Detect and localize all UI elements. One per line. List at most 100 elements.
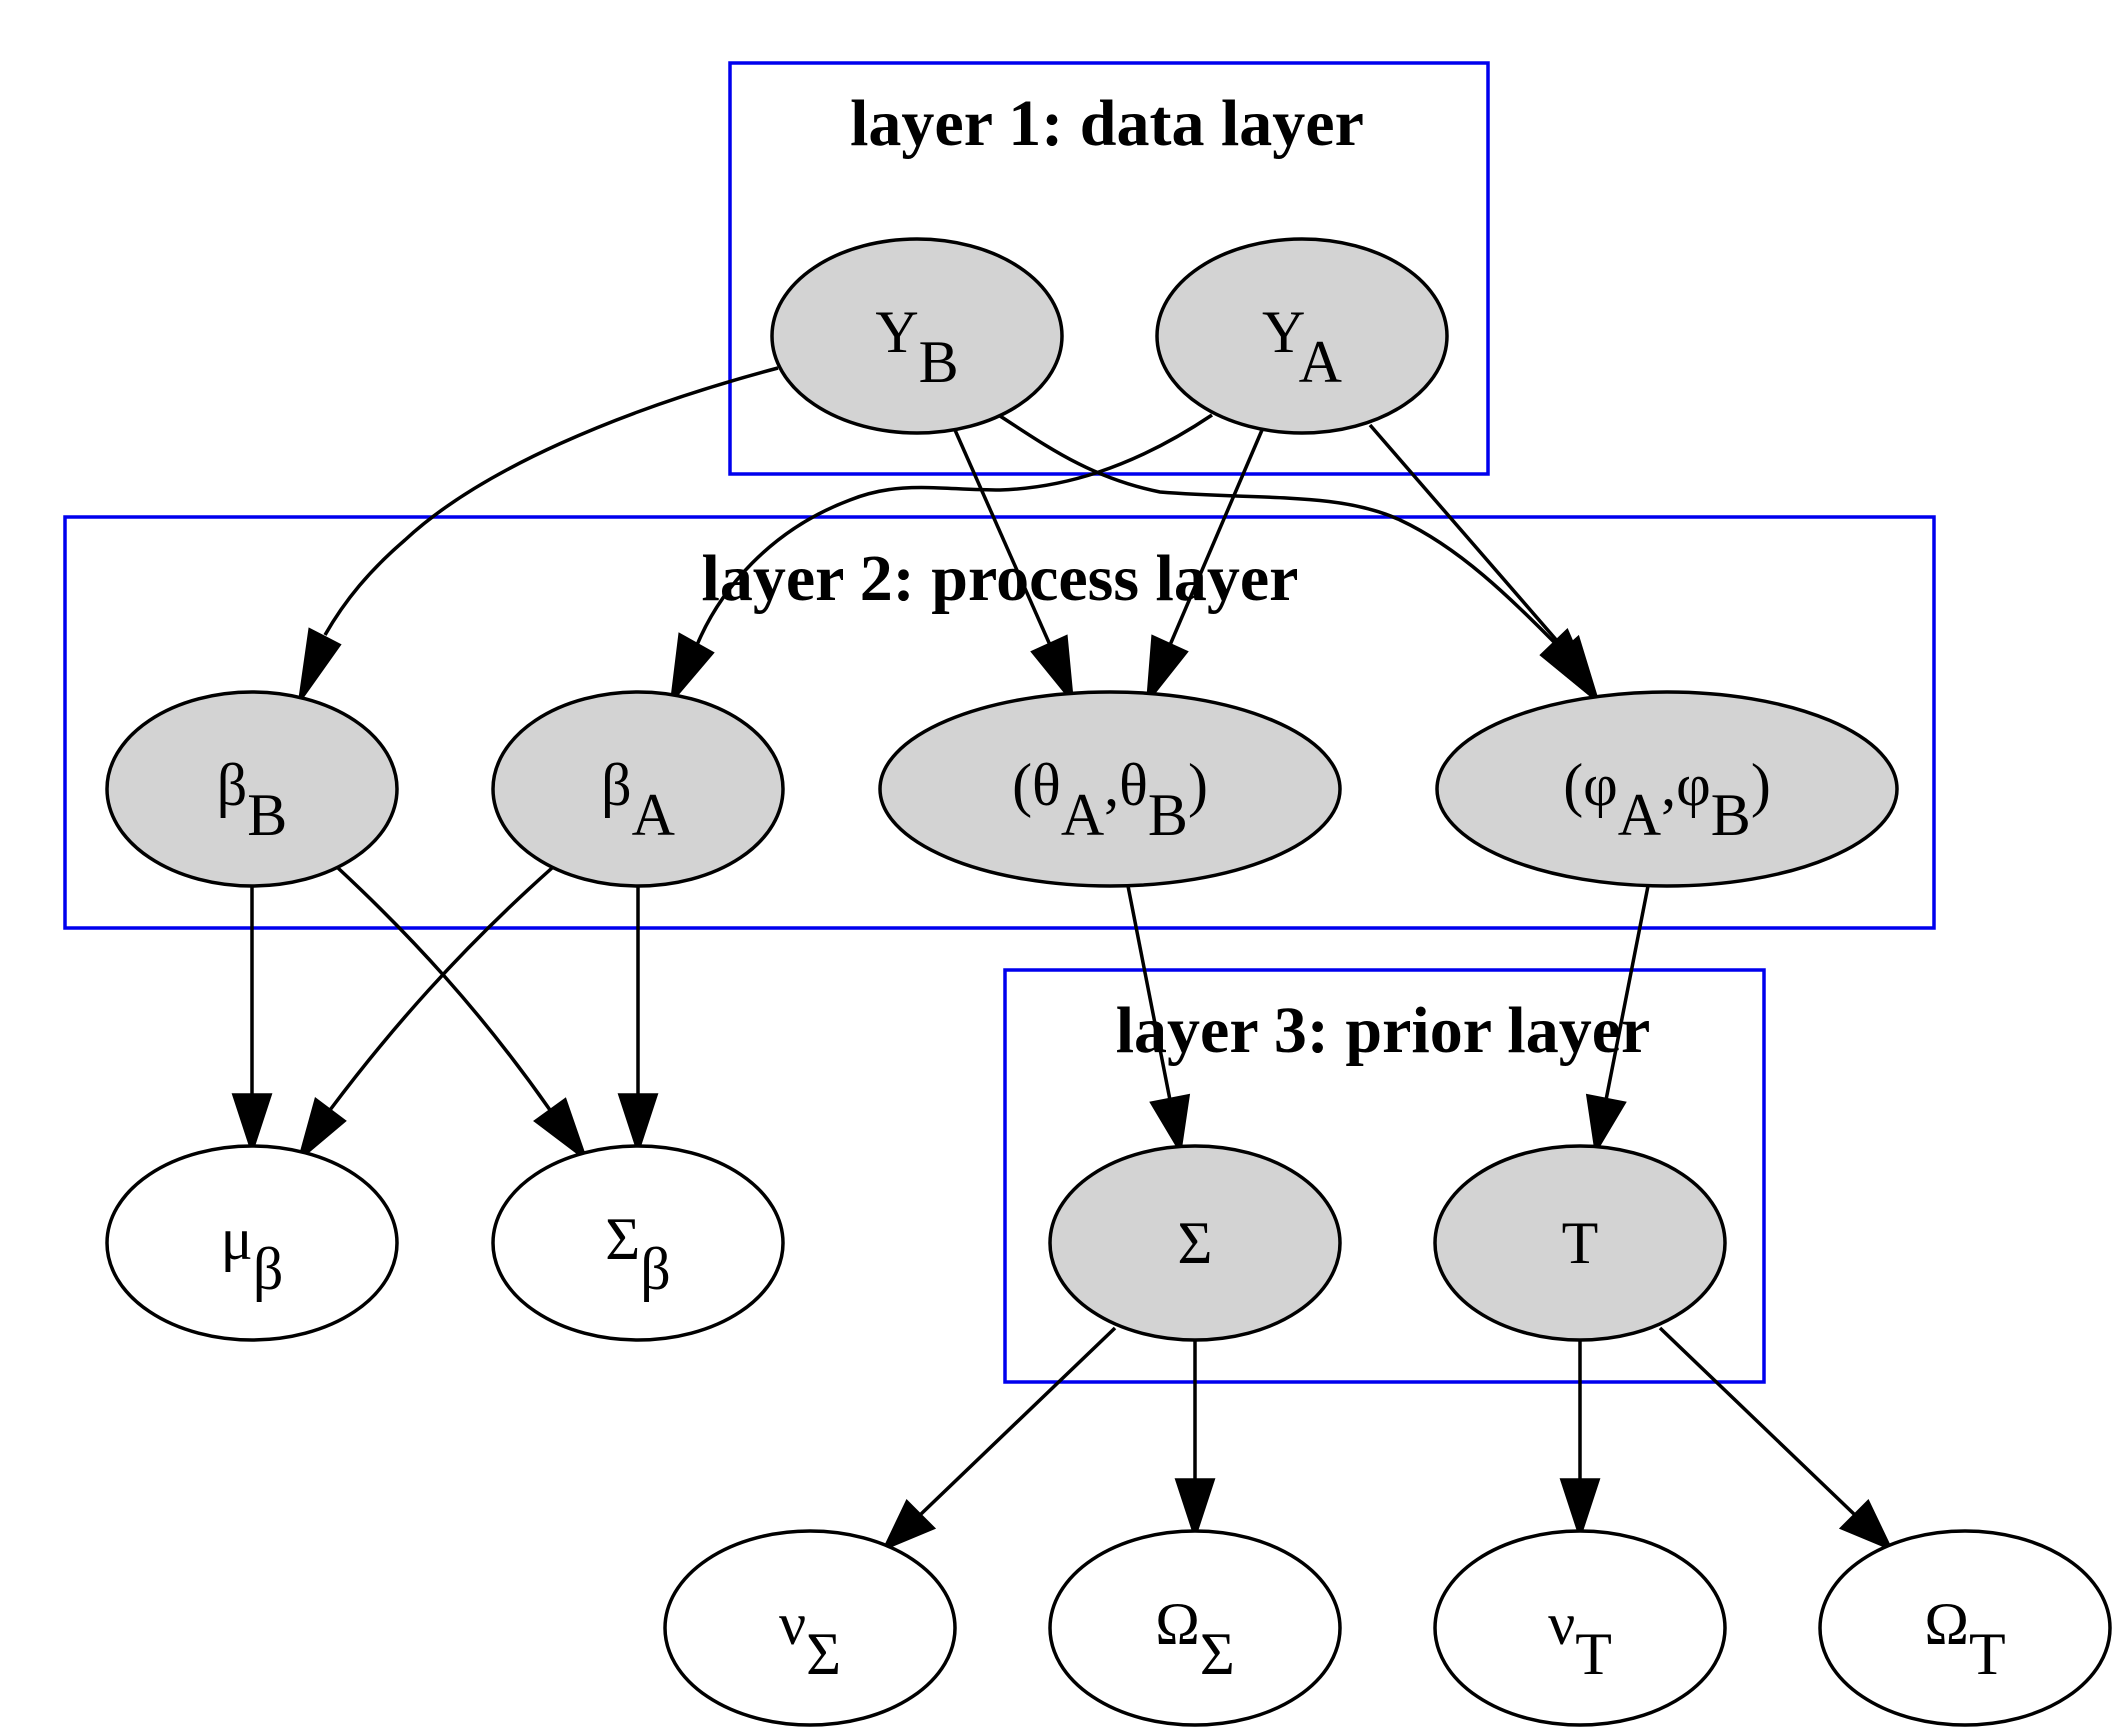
- label-base: Y: [1262, 299, 1304, 365]
- edge-arrowhead: [617, 1093, 659, 1156]
- label-part: ): [1751, 752, 1771, 818]
- node-nu-sigma[interactable]: νΣ: [663, 1529, 957, 1727]
- label-base: Y: [875, 299, 918, 365]
- node-t-label: T: [1562, 1210, 1599, 1276]
- node-t-shape: [1433, 1144, 1727, 1342]
- node-beta-b[interactable]: βB: [105, 690, 399, 888]
- node-beta-a-shape: [491, 690, 785, 888]
- edge-line: [328, 866, 554, 1112]
- label-base: Σ: [605, 1206, 640, 1272]
- node-beta-b-shape: [105, 690, 399, 888]
- label-subscript: B: [919, 329, 959, 395]
- node-phi-pair-shape: [1435, 690, 1899, 888]
- edge-line: [1168, 429, 1264, 646]
- edge-t-to-omega-t: [1658, 1326, 1894, 1552]
- node-y-a[interactable]: YA: [1155, 237, 1449, 435]
- node-mu-beta[interactable]: μβ: [105, 1144, 399, 1342]
- edge-arrowhead: [1548, 634, 1601, 706]
- edge-arrowhead: [1585, 1093, 1627, 1156]
- edge-beta-a-to-sigma-beta: [617, 886, 659, 1156]
- node-sigma-beta-label: Σβ: [605, 1206, 670, 1302]
- label-base: ν: [1548, 1591, 1575, 1657]
- edge-ya-to-theta: [1145, 429, 1264, 706]
- label-subscript: B: [1711, 782, 1751, 848]
- edge-line: [336, 866, 552, 1112]
- label-subscript: A: [1618, 782, 1661, 848]
- node-sigma[interactable]: Σ: [1048, 1144, 1342, 1342]
- label-subscript: β: [640, 1236, 671, 1302]
- edge-arrowhead: [296, 1097, 347, 1163]
- label-subscript: Σ: [1200, 1621, 1235, 1687]
- edge-line: [1604, 885, 1650, 1101]
- edge-line: [999, 414, 1557, 645]
- node-nu-sigma-label: νΣ: [779, 1591, 841, 1687]
- node-nu-t-label: νT: [1548, 1591, 1612, 1687]
- node-nu-sigma-shape: [663, 1529, 957, 1727]
- node-nu-t[interactable]: νT: [1433, 1529, 1727, 1727]
- cluster-layer-1: layer 1: data layer: [728, 61, 1490, 476]
- node-sigma-shape: [1048, 1144, 1342, 1342]
- edge-arrowhead: [1838, 1499, 1894, 1552]
- node-beta-a-label: βA: [601, 752, 675, 848]
- cluster-layer-1-label: layer 1: data layer: [850, 87, 1364, 160]
- node-mu-beta-label: μβ: [221, 1206, 284, 1302]
- edge-line: [953, 429, 1052, 646]
- node-y-b[interactable]: YB: [770, 237, 1064, 435]
- label-subscript: B: [247, 782, 287, 848]
- label-part: ,φ: [1661, 752, 1711, 818]
- node-omega-t[interactable]: ΩT: [1818, 1529, 2112, 1727]
- node-sigma-beta[interactable]: Σβ: [491, 1144, 785, 1342]
- label-part: (φ: [1563, 752, 1618, 818]
- node-sigma-label: Σ: [1178, 1210, 1213, 1276]
- edge-arrowhead: [533, 1097, 589, 1163]
- edge-line: [323, 366, 779, 636]
- node-omega-sigma-label: ΩΣ: [1155, 1591, 1235, 1687]
- node-omega-sigma-shape: [1048, 1529, 1342, 1727]
- node-phi-pair[interactable]: (φA,φB): [1435, 690, 1899, 888]
- label-part: ): [1188, 752, 1208, 818]
- node-beta-a[interactable]: βA: [491, 690, 785, 888]
- edge-theta-to-sigma: [1126, 885, 1191, 1156]
- cluster-layer-1-box: [728, 61, 1490, 476]
- node-omega-sigma[interactable]: ΩΣ: [1048, 1529, 1342, 1727]
- node-theta-pair-shape: [878, 690, 1342, 888]
- label-subscript: T: [1575, 1621, 1612, 1687]
- label-base: Ω: [1924, 1591, 1969, 1657]
- edge-arrowhead: [231, 1093, 273, 1156]
- node-sigma-beta-shape: [491, 1144, 785, 1342]
- edge-arrowhead: [881, 1499, 937, 1552]
- node-theta-pair[interactable]: (θA,θB): [878, 690, 1342, 888]
- edge-sigma-to-nu-sigma: [881, 1326, 1117, 1552]
- node-t[interactable]: T: [1433, 1144, 1727, 1342]
- edge-line: [918, 1326, 1117, 1517]
- edge-arrowhead: [669, 632, 715, 706]
- node-theta-pair-label: (θA,θB): [1012, 752, 1208, 848]
- label-part: ,θ: [1104, 752, 1148, 818]
- label-base: β: [601, 752, 632, 818]
- edge-line: [1658, 1326, 1857, 1517]
- cluster-layer-3-box: [1003, 968, 1766, 1384]
- edge-arrowhead: [1030, 634, 1075, 706]
- edge-arrowhead: [1174, 1478, 1216, 1541]
- node-y-a-shape: [1155, 237, 1449, 435]
- edge-beta-a-to-mu-beta: [296, 866, 554, 1163]
- edge-ya-to-beta-a: [669, 413, 1213, 706]
- node-y-a-label: YA: [1262, 299, 1342, 395]
- node-y-b-label: YB: [875, 299, 958, 395]
- cluster-layer-3: layer 3: prior layer: [1003, 968, 1766, 1384]
- edges: [231, 366, 1894, 1552]
- label-subscript: Σ: [806, 1621, 841, 1687]
- label-subscript: A: [1061, 782, 1104, 848]
- label-subscript: A: [1299, 329, 1342, 395]
- edge-arrowhead: [1559, 1478, 1601, 1541]
- cluster-layer-2: layer 2: process layer: [63, 515, 1936, 930]
- label-subscript: A: [632, 782, 675, 848]
- label-base: ν: [779, 1591, 806, 1657]
- edge-arrowhead: [1145, 634, 1189, 706]
- edge-yb-to-theta: [953, 429, 1075, 706]
- node-nu-t-shape: [1433, 1529, 1727, 1727]
- label-base: μ: [221, 1206, 253, 1272]
- edge-arrowhead: [298, 627, 342, 702]
- node-y-b-shape: [770, 237, 1064, 435]
- label-subscript: B: [1148, 782, 1188, 848]
